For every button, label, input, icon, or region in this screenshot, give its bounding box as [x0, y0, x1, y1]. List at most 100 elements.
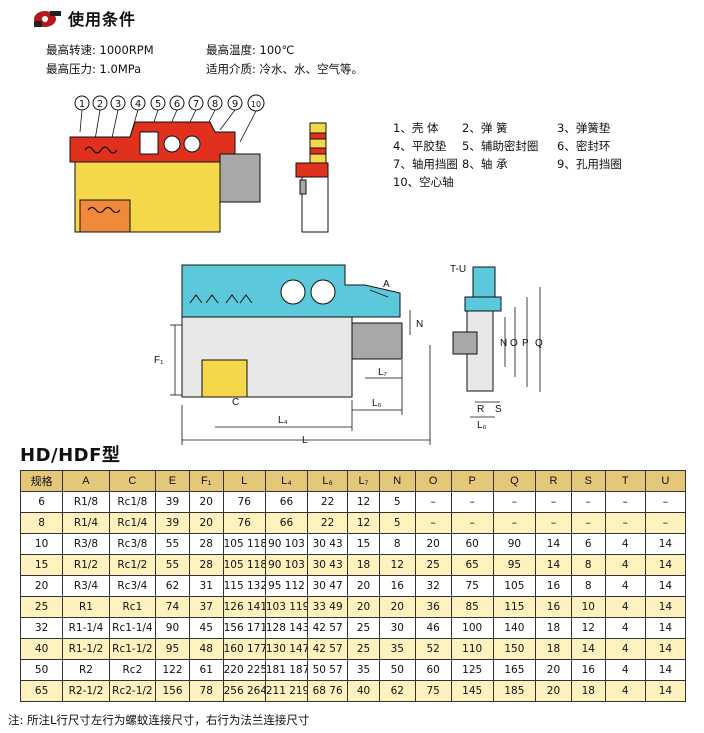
table-cell: Rc1/2 [108, 554, 157, 576]
part-number: 2 [97, 99, 103, 110]
column-header: U [644, 470, 687, 492]
column-header: C [108, 470, 157, 492]
legend-item: 10、空心轴 [393, 175, 454, 189]
legend-item: 5、辅助密封圈 [462, 139, 539, 153]
table-cell: – [450, 512, 494, 534]
table-cell: 156 [155, 680, 190, 702]
table-cell: 14 [644, 638, 687, 660]
brand-logo-icon [34, 11, 61, 27]
table-cell: 160 177 [222, 638, 266, 660]
housing-section [69, 121, 261, 233]
table-cell: 45 [188, 617, 224, 639]
part-number: 8 [212, 99, 218, 110]
table-cell: 61 [188, 659, 224, 681]
table-cell: 95 112 [264, 575, 309, 597]
dim-label-l6: L₆ [372, 398, 382, 409]
table-cell: Rc1 [108, 596, 157, 618]
table-cell: 6 [19, 491, 64, 513]
table-cell: 16 [535, 596, 572, 618]
table-cell: – [604, 491, 646, 513]
table-cell: 211 219 [264, 680, 309, 702]
table-cell: R2 [62, 659, 110, 681]
table-cell: Rc1-1/2 [108, 638, 157, 660]
table-cell: 15 [19, 554, 64, 576]
table-cell: 4 [604, 575, 646, 597]
condition-max-temp: 最高温度: 100℃ [206, 42, 294, 58]
table-cell: 12 [570, 617, 606, 639]
dim-label-f1: F₁ [154, 355, 164, 366]
table-cell: 33 49 [307, 596, 349, 618]
table-cell: 25 [347, 638, 380, 660]
table-cell: 105 [492, 575, 537, 597]
dimension-drawing-side: T-U N O P Q R S L₆ [450, 264, 543, 431]
dim-label-r: R [477, 404, 484, 415]
column-header: L [222, 470, 266, 492]
table-cell: 62 [155, 575, 190, 597]
table-cell: 35 [378, 638, 416, 660]
dim-label-l4: L₄ [278, 415, 288, 426]
column-header: L₄ [264, 470, 309, 492]
legend-item: 3、弹簧垫 [557, 121, 611, 135]
table-cell: 50 57 [307, 659, 349, 681]
table-cell: 8 [570, 575, 606, 597]
table-cell: 90 103 [264, 533, 309, 555]
table-cell: 65 [19, 680, 64, 702]
column-header: F₁ [188, 470, 224, 492]
table-cell: 90 [155, 617, 190, 639]
table-cell: 8 [19, 512, 64, 534]
condition-value: 1000RPM [99, 43, 154, 57]
table-cell: 36 [414, 596, 452, 618]
table-cell: 30 43 [307, 533, 349, 555]
table-cell: 165 [492, 659, 537, 681]
table-cell: 30 43 [307, 554, 349, 576]
table-cell: – [570, 491, 606, 513]
part-number: 3 [115, 99, 121, 110]
dim-label-l: L [302, 435, 308, 446]
legend-item: 2、弹 簧 [462, 121, 508, 135]
table-cell: 256 264 [222, 680, 266, 702]
column-header: L₇ [347, 470, 380, 492]
part-number: 6 [174, 99, 180, 110]
table-cell: 76 [222, 491, 266, 513]
table-cell: 6 [570, 533, 606, 555]
table-cell: 18 [347, 554, 380, 576]
legend-item: 9、孔用挡圈 [557, 157, 622, 171]
table-cell: 75 [414, 680, 452, 702]
table-cell: 40 [347, 680, 380, 702]
table-cell: 74 [155, 596, 190, 618]
legend-item: 6、密封环 [557, 139, 611, 153]
table-cell: R1/4 [62, 512, 110, 534]
table-cell: 20 [347, 575, 380, 597]
legend-item: 1、壳 体 [393, 121, 439, 135]
table-cell: 220 225 [222, 659, 266, 681]
table-cell: 68 76 [307, 680, 349, 702]
table-cell: 95 [492, 554, 537, 576]
table-cell: Rc1/4 [108, 512, 157, 534]
table-cell: 66 [264, 512, 309, 534]
table-cell: 25 [347, 617, 380, 639]
table-cell: 14 [535, 533, 572, 555]
table-cell: 16 [535, 575, 572, 597]
table-cell: 75 [450, 575, 494, 597]
table-cell: 60 [450, 533, 494, 555]
legend-item: 8、轴 承 [462, 157, 508, 171]
table-cell: – [492, 512, 537, 534]
table-cell: 30 [378, 617, 416, 639]
table-cell: 18 [570, 680, 606, 702]
table-cell: 40 [19, 638, 64, 660]
column-header: R [535, 470, 572, 492]
table-cell: 32 [414, 575, 452, 597]
condition-medium: 适用介质: 冷水、水、空气等。 [206, 61, 363, 77]
table-cell: 12 [378, 554, 416, 576]
table-cell: 20 [188, 491, 224, 513]
table-cell: 4 [604, 638, 646, 660]
table-cell: 156 171 [222, 617, 266, 639]
table-cell: 140 [492, 617, 537, 639]
table-cell: R1/2 [62, 554, 110, 576]
table-cell: – [570, 512, 606, 534]
table-cell: 105 118 [222, 533, 266, 555]
table-cell: 52 [414, 638, 452, 660]
